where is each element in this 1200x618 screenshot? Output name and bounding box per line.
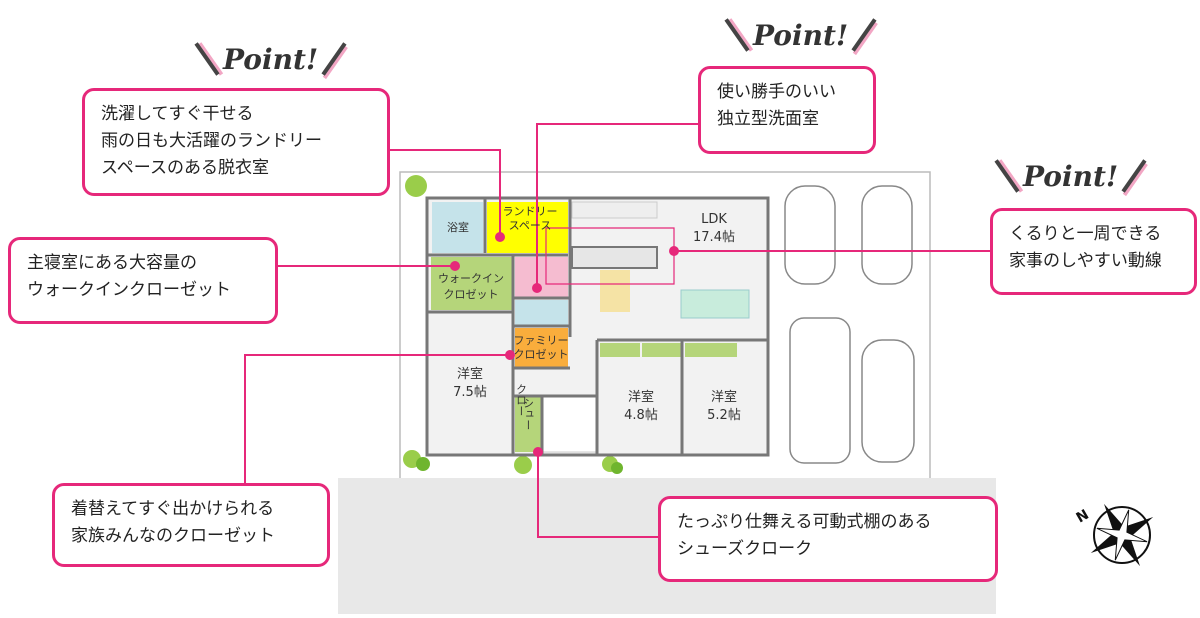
ldk-size: 17.4帖 [693, 230, 735, 245]
tree-icons [403, 175, 623, 474]
toilet [515, 300, 568, 325]
callout-wic: 主寝室にある大容量のウォークインクローゼット [8, 237, 278, 324]
sofa [680, 289, 750, 319]
callout-washroom: 使い勝手のいい独立型洗面室 [698, 66, 876, 154]
connector-lines [244, 123, 990, 538]
wic-label-1: ウォークイン [438, 272, 504, 285]
ldk-label: LDK [701, 212, 727, 227]
western2-size: 4.8帖 [624, 408, 658, 423]
callout-shoes-closet: たっぷり仕舞える可動式棚のあるシューズクローク [658, 496, 998, 582]
point-label-2: Point! [724, 16, 877, 54]
kitchen-counter [571, 246, 658, 269]
callout-laundry: 洗濯してすぐ干せる雨の日も大活躍のランドリースペースのある脱衣室 [82, 88, 390, 196]
western3-label: 洋室 [711, 389, 737, 405]
compass-icon: N [1074, 503, 1154, 567]
dining-table [600, 270, 630, 312]
point-label-3: Point! [994, 157, 1147, 195]
marker-dots [450, 232, 679, 457]
north-label: N [1074, 507, 1092, 527]
car-icons [784, 185, 915, 464]
washroom [515, 257, 568, 297]
shoes-label-1: シュー [522, 398, 535, 431]
site-boundary [399, 171, 931, 478]
family-closet-label-2: クロゼット [514, 348, 569, 361]
entrance [541, 396, 598, 453]
point-label-1: Point! [194, 40, 347, 78]
callout-circulation: くるりと一周できる家事のしやすい動線 [990, 208, 1197, 295]
bath-label: 浴室 [447, 220, 469, 234]
shoes-closet [515, 397, 542, 452]
western3-size: 5.2帖 [707, 408, 741, 423]
kitchen-back-counter [571, 201, 658, 219]
callout-family-closet: 着替えてすぐ出かけられる家族みんなのクローゼット [52, 483, 330, 567]
family-closet [515, 328, 568, 367]
family-closet-label-1: ファミリー [514, 334, 569, 347]
western1-size: 7.5帖 [453, 385, 487, 400]
wic-label-2: クロゼット [444, 288, 499, 301]
laundry-label-1: ランドリー [503, 205, 558, 218]
western2-label: 洋室 [628, 389, 654, 405]
laundry-label-2: スペース [509, 219, 552, 232]
western1-label: 洋室 [457, 366, 483, 382]
shoes-label-2: クロー [515, 383, 528, 416]
bath-room [432, 202, 483, 253]
